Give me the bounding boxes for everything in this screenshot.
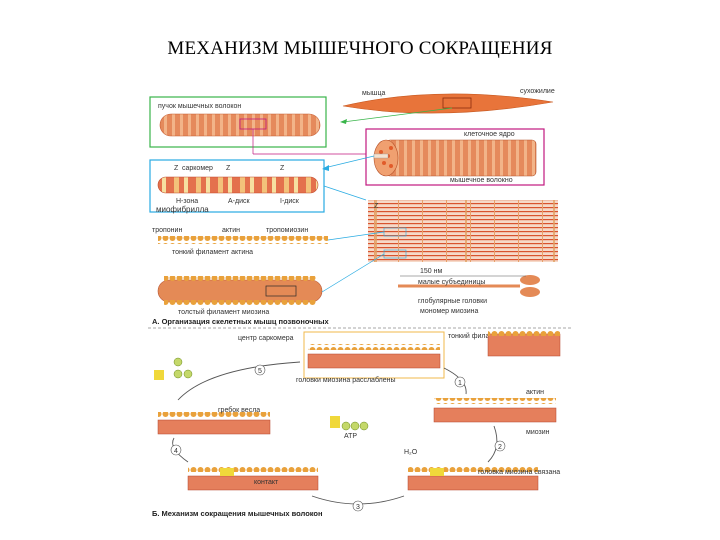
label-bundle: пучок мышечных волокон: [158, 103, 241, 110]
label-actin: актин: [222, 227, 240, 234]
label-heads-relaxed: головки миозина расслаблены: [296, 376, 396, 384]
label-h2o: H₂O: [404, 449, 418, 456]
state-left-drawing: [157, 419, 271, 435]
label-z1: Z: [174, 165, 179, 172]
label-myosin-monomer: мономер миозина: [420, 308, 479, 315]
label-thin-filament: тонкий филамент актина: [172, 248, 253, 256]
label-sarcomere: саркомер: [182, 165, 213, 172]
adp-pi-symbol: [154, 357, 193, 380]
label-globular-heads: глобулярные головки: [418, 297, 487, 305]
label-actin-2: актин: [526, 389, 544, 396]
label-hzone: Н-зона: [176, 198, 198, 205]
label-head-bound: головка миозина связана: [478, 469, 560, 476]
label-troponin: тропонин: [152, 227, 182, 234]
muscle-contraction-figure: мышца сухожилие пучок мышечных волокон к…: [148, 82, 572, 520]
label-center-sarcomere: центр саркомера: [238, 335, 294, 342]
label-thin-filament-2: тонкий филамент: [448, 332, 506, 340]
label-150nm: 150 нм: [420, 268, 442, 275]
caption-b: Б. Механизм сокращения мышечных волокон: [152, 509, 323, 518]
muscle-drawing: [342, 93, 554, 114]
label-nucleus: клеточное ядро: [464, 131, 515, 138]
caption-a: А. Организация скелетных мышц позвоночны…: [152, 317, 330, 326]
label-z3: Z: [280, 165, 285, 172]
atp-symbol: [330, 416, 369, 431]
label-z2: Z: [226, 165, 231, 172]
label-tendon: сухожилие: [520, 88, 555, 95]
state-bottom-left-drawing: [187, 475, 319, 491]
bundle-frame: [149, 96, 327, 148]
page-title: МЕХАНИЗМ МЫШЕЧНОГО СОКРАЩЕНИЯ: [167, 38, 553, 59]
label-myosin-2: миозин: [526, 429, 550, 436]
step-2: 2: [498, 444, 502, 451]
thin-filament-drawing: [158, 236, 328, 244]
muscle-fiber-drawing: [373, 139, 537, 177]
label-small-subunits: малые субъединицы: [418, 278, 485, 286]
step-1: 1: [458, 380, 462, 387]
label-oar-stroke: гребок весла: [218, 406, 260, 414]
figure-svg: мышца сухожилие пучок мышечных волокон к…: [148, 88, 572, 518]
sarcomere-detail: [368, 200, 558, 262]
label-tropomyosin: тропомиозин: [266, 227, 308, 234]
state-right-drawing: [433, 407, 557, 423]
myofibril-drawing: [157, 176, 319, 194]
label-fiber: мышечное волокно: [450, 177, 513, 184]
fiber-frame: [365, 128, 545, 186]
label-muscle: мышца: [362, 90, 385, 97]
step-5: 5: [258, 368, 262, 375]
label-atp: ATP: [344, 433, 357, 440]
label-thick-filament: толстый филамент миозина: [178, 308, 269, 316]
state-top-frame: [303, 331, 445, 379]
label-contact: контакт: [254, 479, 279, 486]
state-bottom-right-drawing: [407, 475, 539, 491]
label-adisk: А-диск: [228, 198, 250, 205]
thick-filament-drawing: [157, 279, 323, 303]
step-4: 4: [174, 448, 178, 455]
label-myofibril: миофибрилла: [156, 205, 209, 214]
myosin-monomer-drawing: [398, 275, 540, 297]
step-3: 3: [356, 504, 360, 511]
label-z4: Z: [374, 203, 379, 210]
label-idisk: I-диск: [280, 198, 300, 205]
